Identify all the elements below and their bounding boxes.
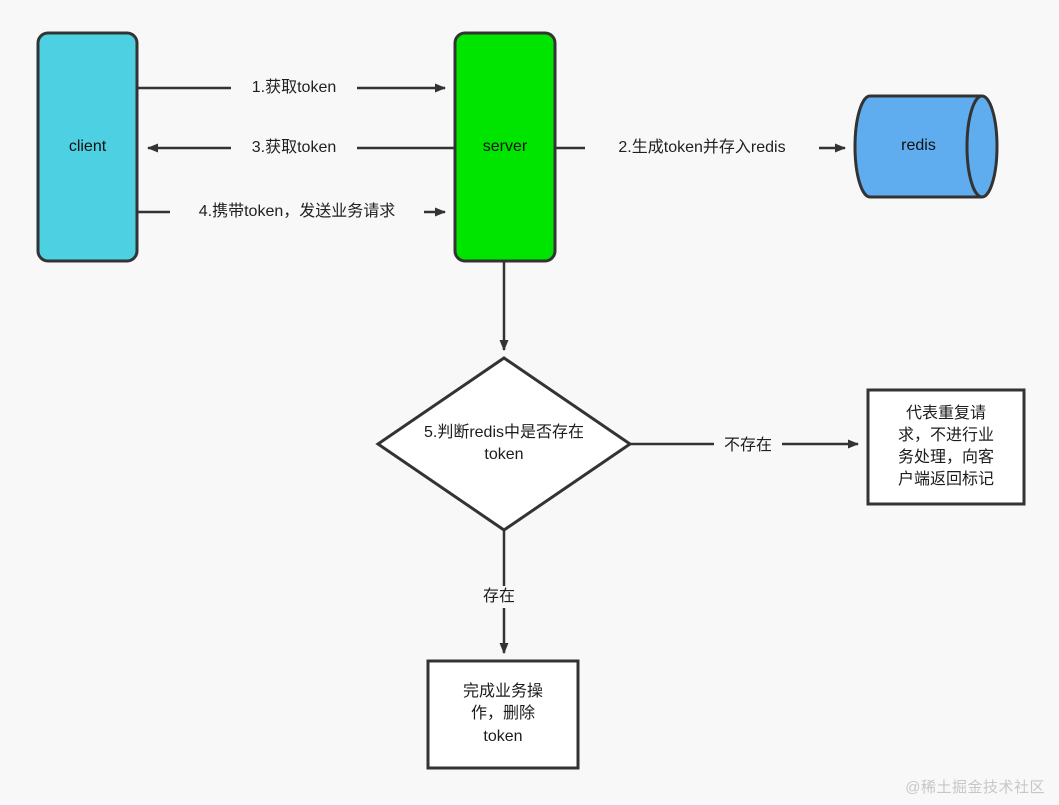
edge-4-label: 4.携带token，发送业务请求 xyxy=(170,201,424,223)
watermark-label: @稀土掘金技术社区 xyxy=(905,779,1045,796)
node-decision-shape[interactable] xyxy=(375,356,633,532)
edge-2-label: 2.生成token并存入redis xyxy=(585,137,819,159)
node-server-shape[interactable] xyxy=(453,31,557,263)
node-redis-shape[interactable] xyxy=(853,94,999,199)
node-duplicate-box-shape[interactable] xyxy=(866,388,1026,506)
edge-3-label: 3.获取token xyxy=(231,137,357,159)
node-client-shape[interactable] xyxy=(36,31,139,263)
edge-1-label: 1.获取token xyxy=(231,77,357,99)
edge-6-label: 不存在 xyxy=(714,435,782,457)
edge-7-label: 存在 xyxy=(474,586,524,608)
node-finish-box-shape[interactable] xyxy=(426,659,580,770)
